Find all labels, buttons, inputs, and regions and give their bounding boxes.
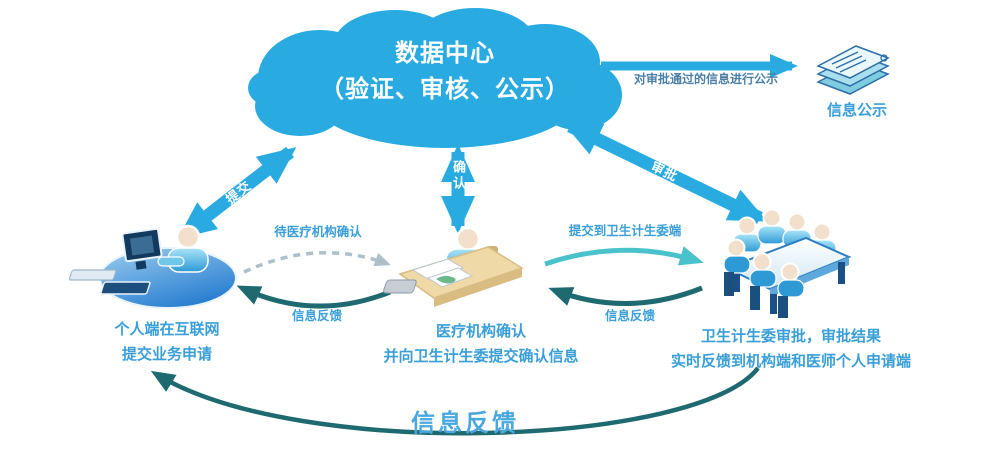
data-center-title: 数据中心 （验证、审核、公示） [272,36,618,108]
data-center-cloud [248,8,622,148]
feedback-left-label: 信息反馈 [291,309,342,323]
info-publish-label: 信息公示 [826,102,887,119]
submit-commission-arc [544,246,704,267]
commission-node-line1: 卫生计生委审批，审批结果 [700,328,881,345]
document-stack-icon [816,45,890,95]
person-at-desk-icon [383,226,524,307]
individual-node-label: 个人端在互联网 提交业务申请 [83,317,251,367]
feedback-right-arc [548,285,703,306]
commission-node-line2: 实时反馈到机构端和医师个人申请端 [670,353,911,370]
person-at-computer-icon [68,224,237,309]
individual-node-line1: 个人端在互联网 [114,321,220,338]
data-center-title-line1: 数据中心 [395,40,495,67]
pending-confirm-dashed-arc [243,251,391,274]
commission-node-label: 卫生计生委审批，审批结果 实时反馈到机构端和医师个人申请端 [638,324,944,374]
publish-arrow-label: 对审批通过的信息进行公示 [633,72,778,86]
meeting-table-icon [723,208,852,318]
submit-commission-label: 提交到卫生计生委端 [568,224,682,238]
hospital-node-line1: 医疗机构确认 [435,323,526,340]
hospital-node-label: 医疗机构确认 并向卫生计生委提交确认信息 [358,319,604,369]
confirm-arrow-label: 确认 [451,160,466,192]
pending-confirm-label: 待医疗机构确认 [274,225,362,239]
hospital-node-line2: 并向卫生计生委提交确认信息 [383,348,579,365]
feedback-bottom-curve [150,366,760,436]
cloud-node-arrows [177,120,768,240]
feedback-left-arc [236,285,391,309]
data-center-title-line2: （验证、审核、公示） [320,76,570,103]
feedback-right-label: 信息反馈 [604,309,655,323]
feedback-bottom-label: 信息反馈 [411,410,519,437]
individual-node-line2: 提交业务申请 [121,346,212,363]
